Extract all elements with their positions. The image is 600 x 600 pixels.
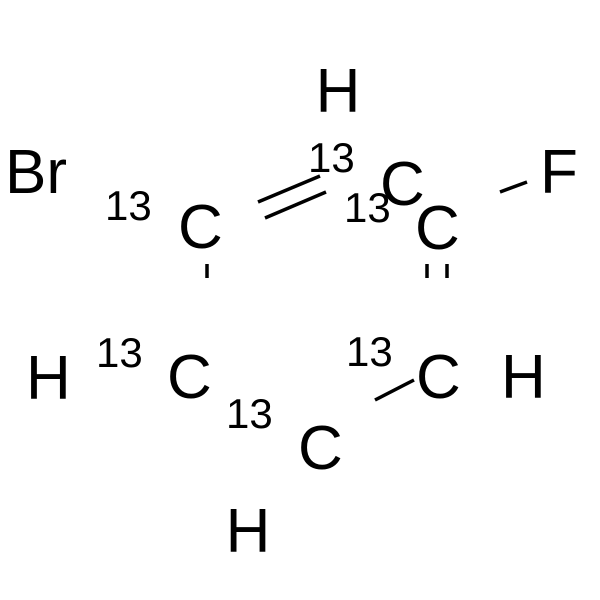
isotope-label-c-top-left: 13 — [105, 182, 152, 229]
atom-h-left: H — [26, 344, 71, 413]
isotope-label-c-top-right-a: 13 — [308, 134, 355, 181]
atom-h-top: H — [316, 57, 361, 126]
bond-c4-c5 — [374, 378, 415, 402]
bond-c2-f — [499, 180, 528, 194]
atom-br: Br — [5, 138, 67, 207]
atom-c-top-right-a: C — [380, 150, 425, 219]
atom-h-bottom: H — [226, 497, 271, 566]
atom-h-right: H — [501, 343, 546, 412]
atom-c-bottom: C — [298, 414, 343, 483]
atom-c-top-right-b: C — [415, 194, 460, 263]
isotope-label-c-mid-left: 13 — [96, 329, 143, 376]
isotope-label-c-mid-right: 13 — [346, 328, 393, 375]
atom-c-mid-right: C — [416, 343, 461, 412]
bond-c1-c2-double-b — [264, 190, 327, 220]
atom-c-mid-left: C — [167, 343, 212, 412]
bonds — [205, 174, 528, 402]
isotope-label-c-top-right-b: 13 — [344, 184, 391, 231]
isotope-label-c-bottom: 13 — [226, 390, 273, 437]
bond-c1-c2-double-a — [257, 174, 321, 204]
atom-c-top-left: C — [178, 193, 223, 262]
atom-f: F — [540, 138, 578, 207]
